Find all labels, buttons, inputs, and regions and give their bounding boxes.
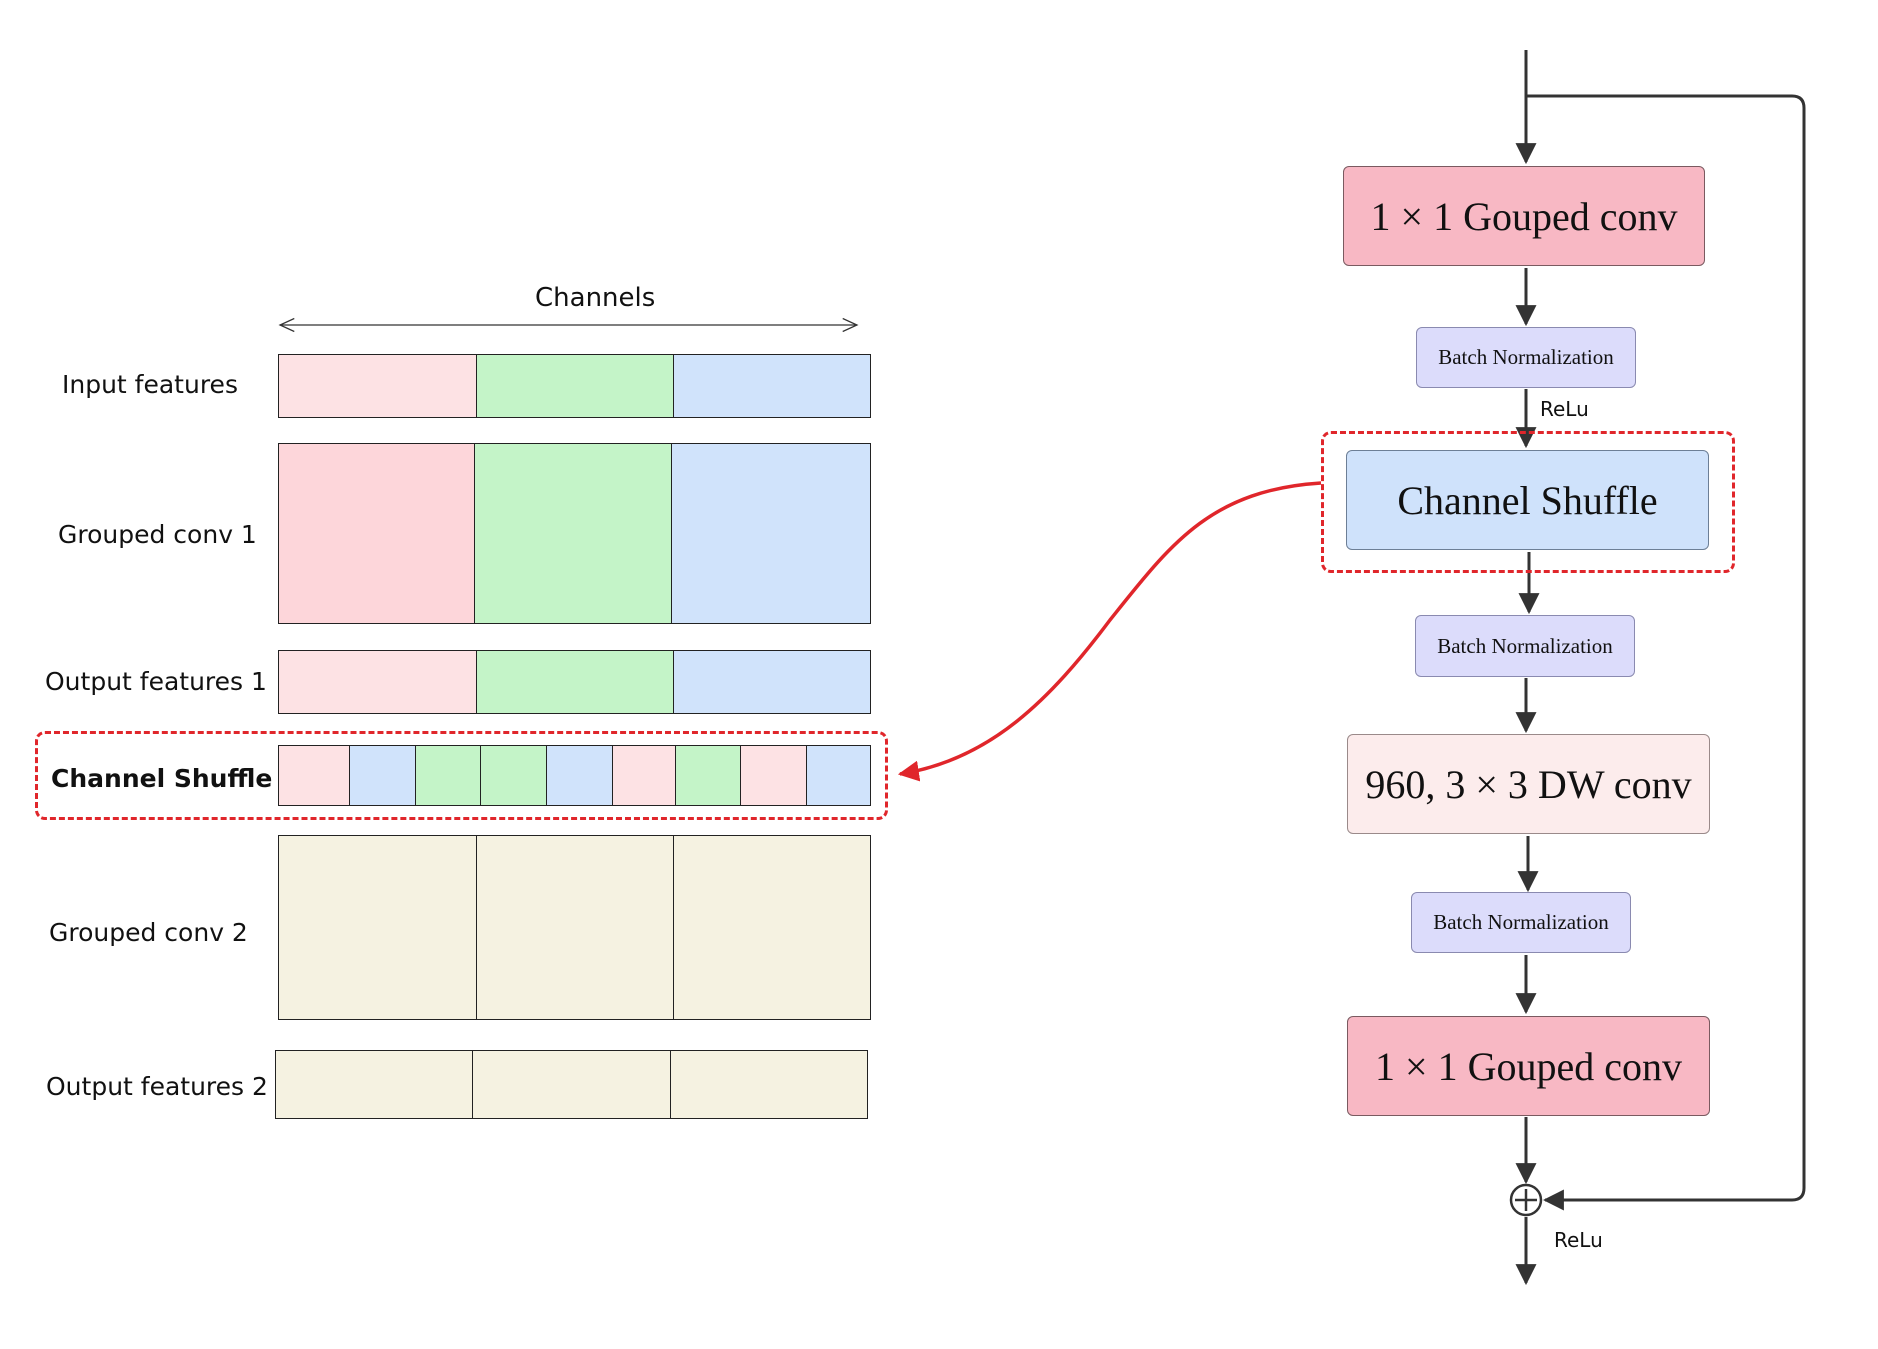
channel-segment bbox=[278, 745, 350, 806]
highlight-link-arrow bbox=[897, 481, 1322, 782]
channel-segment bbox=[480, 745, 547, 806]
node-batch-norm-1: Batch Normalization bbox=[1416, 327, 1636, 388]
channel-segment bbox=[476, 835, 674, 1020]
skip-connection-arrow bbox=[1526, 94, 1806, 1211]
channel-segment bbox=[673, 835, 871, 1020]
channel-shuffle-highlight-left bbox=[35, 731, 888, 820]
channel-segment bbox=[474, 443, 672, 624]
channel-segment bbox=[546, 745, 613, 806]
node-batch-norm-3: Batch Normalization bbox=[1411, 892, 1631, 953]
channel-segment bbox=[806, 745, 871, 806]
node-channel-shuffle: Channel Shuffle bbox=[1346, 450, 1709, 550]
channel-segment bbox=[278, 835, 477, 1020]
node-dw-conv: 960, 3 × 3 DW conv bbox=[1347, 734, 1710, 834]
channel-segment bbox=[675, 745, 741, 806]
relu-label-1: ReLu bbox=[1540, 397, 1589, 421]
channel-segment bbox=[612, 745, 676, 806]
channel-shuffle-highlight-right bbox=[1321, 431, 1735, 573]
channel-segment bbox=[673, 650, 871, 714]
node-grouped-conv-2: 1 × 1 Gouped conv bbox=[1347, 1016, 1710, 1116]
channels-axis-label: Channels bbox=[535, 283, 656, 313]
node-batch-norm-2: Batch Normalization bbox=[1415, 615, 1635, 677]
channel-segment bbox=[349, 745, 416, 806]
row-label-output-features-1: Output features 1 bbox=[45, 667, 267, 696]
channel-segment bbox=[671, 443, 871, 624]
row-label-grouped-conv-2: Grouped conv 2 bbox=[49, 918, 248, 947]
channel-segment bbox=[740, 745, 807, 806]
channel-segment bbox=[278, 443, 475, 624]
relu-label-2: ReLu bbox=[1554, 1228, 1603, 1252]
row-label-output-features-2: Output features 2 bbox=[46, 1072, 268, 1101]
row-label-input-features: Input features bbox=[62, 370, 238, 399]
channel-segment bbox=[275, 1050, 473, 1119]
channel-segment bbox=[476, 650, 674, 714]
channel-segment bbox=[670, 1050, 868, 1119]
channel-segment bbox=[673, 354, 871, 418]
row-label-channel-shuffle: Channel Shuffle bbox=[51, 764, 273, 793]
channel-segment bbox=[415, 745, 481, 806]
row-label-grouped-conv-1: Grouped conv 1 bbox=[58, 520, 257, 549]
channel-segment bbox=[472, 1050, 671, 1119]
node-grouped-conv-1: 1 × 1 Gouped conv bbox=[1343, 166, 1705, 266]
